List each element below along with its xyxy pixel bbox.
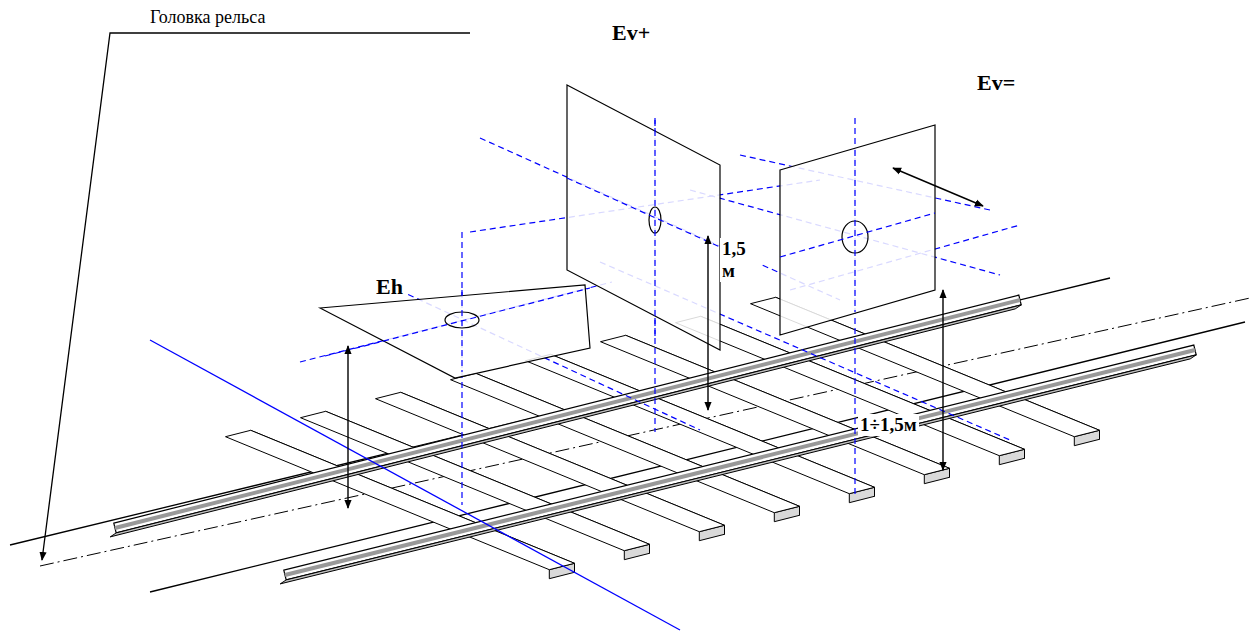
dimension-label: 1÷1,5м: [858, 414, 919, 436]
track-axis: [40, 298, 1250, 566]
normal-arrow: [893, 168, 983, 206]
vertical-plane: [567, 85, 720, 350]
rail: [284, 345, 1196, 580]
dimension-arrow: [707, 236, 708, 410]
sleepers: [226, 297, 1100, 578]
dimension-arrow: [347, 346, 348, 508]
field-label: Eh: [374, 274, 405, 299]
part-label: Головка рельса: [148, 7, 267, 28]
field-label: Ev=: [975, 70, 1017, 95]
vertical-plane: [780, 125, 935, 335]
dimension-label: 1,5 м: [720, 238, 760, 282]
track-edge-line: [150, 322, 1245, 592]
dimension-arrow: [942, 290, 943, 470]
rails: [110, 295, 1196, 584]
leader-line: [42, 33, 470, 560]
horizontal-plane: [320, 285, 590, 378]
rail-head: [285, 350, 1195, 575]
field-label: Ev+: [610, 20, 652, 45]
construction-lines: [325, 120, 935, 372]
rail-foot: [280, 355, 1196, 584]
